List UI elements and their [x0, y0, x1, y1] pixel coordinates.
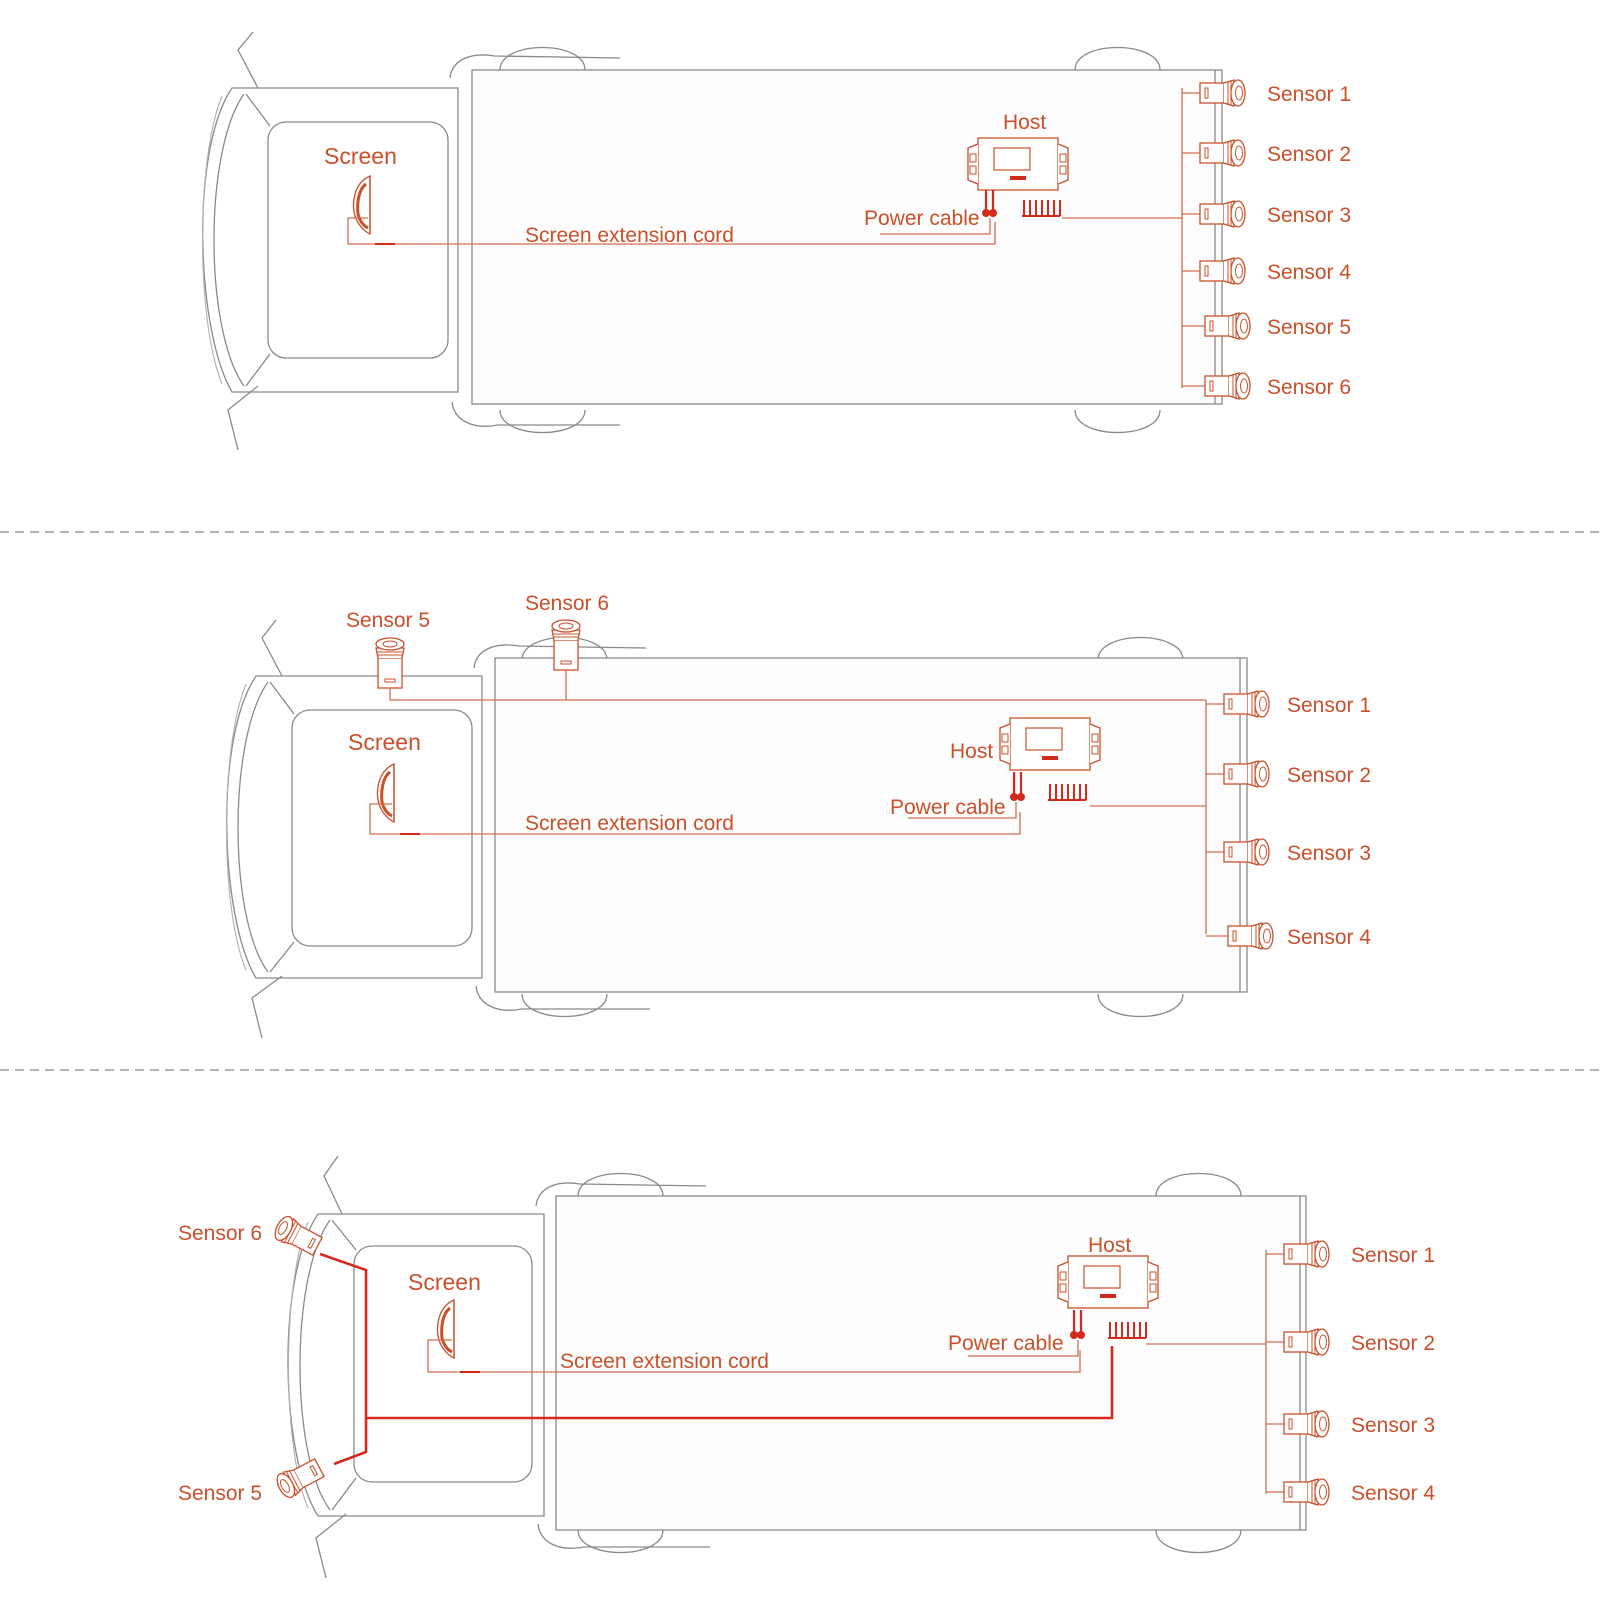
host-label: Host [1088, 1234, 1131, 1257]
diagram-3: Screen Host Power cable Screen extension… [178, 1155, 1435, 1579]
host-label: Host [1003, 111, 1046, 134]
sensor-label: Sensor 2 [1351, 1332, 1435, 1355]
screen-extension-cord-label: Screen extension cord [525, 812, 734, 835]
sensor-label: Sensor 4 [1287, 926, 1371, 949]
sensor-label: Sensor 1 [1267, 83, 1351, 106]
power-cable-label: Power cable [948, 1332, 1064, 1355]
diagram-2: Screen Host Power cable Screen extension… [225, 592, 1371, 1039]
sensor-label: Sensor 4 [1351, 1482, 1435, 1505]
sensor-label: Sensor 3 [1267, 204, 1351, 227]
sensor-label: Sensor 4 [1267, 261, 1351, 284]
sensor-label: Sensor 3 [1287, 842, 1371, 865]
sensor-label: Sensor 1 [1287, 694, 1371, 717]
diagram-1: Screen Host Power cable Screen extension… [201, 31, 1351, 451]
host-label: Host [950, 740, 993, 763]
sensor-label: Sensor 5 [1267, 316, 1351, 339]
sensor-label: Sensor 1 [1351, 1244, 1435, 1267]
sensor-label: Sensor 3 [1351, 1414, 1435, 1437]
sensor-label: Sensor 5 [178, 1482, 262, 1505]
power-cable-label: Power cable [890, 796, 1006, 819]
sensor-label: Sensor 6 [1267, 376, 1351, 399]
sensor-label: Sensor 6 [178, 1222, 262, 1245]
screen-extension-cord-label: Screen extension cord [525, 224, 734, 247]
screen-label: Screen [408, 1269, 481, 1295]
sensor-label: Sensor 6 [525, 592, 609, 615]
screen-label: Screen [324, 143, 397, 169]
screen-label: Screen [348, 729, 421, 755]
screen-extension-cord-label: Screen extension cord [560, 1350, 769, 1373]
sensor-label: Sensor 2 [1287, 764, 1371, 787]
sensor-label: Sensor 5 [346, 609, 430, 632]
sensor-label: Sensor 2 [1267, 143, 1351, 166]
power-cable-label: Power cable [864, 207, 980, 230]
